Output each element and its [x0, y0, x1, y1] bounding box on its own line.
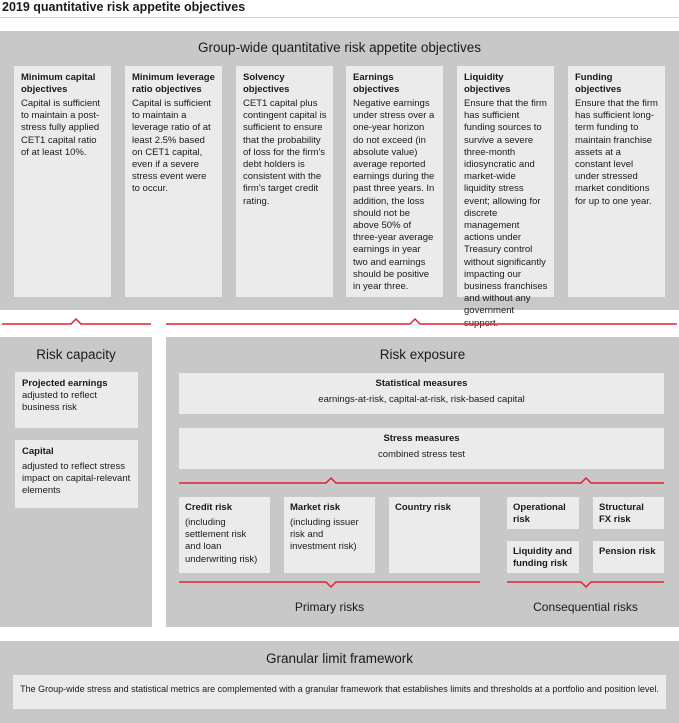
- objective-text: Capital is sufficient to maintain a leve…: [132, 98, 212, 195]
- objective-text: Ensure that the firm has sufficient fund…: [464, 98, 548, 329]
- risk-title: Credit risk: [185, 502, 232, 513]
- risk-title: Pension risk: [599, 546, 656, 557]
- risk-capacity-panel: Risk capacity Projected earnings adjuste…: [0, 337, 152, 627]
- objective-text: Capital is sufficient to maintain a post…: [21, 98, 101, 158]
- credit-risk-card: Credit risk (including settlement risk a…: [179, 497, 270, 573]
- capacity-item-text: adjusted to reflect stress impact on cap…: [22, 461, 131, 497]
- risk-split-connector: [179, 476, 664, 484]
- country-risk-card: Country risk: [389, 497, 480, 573]
- risk-text: (including issuer risk and investment ri…: [290, 517, 359, 553]
- objective-title: Minimum leverage ratio objectives: [132, 72, 215, 95]
- objective-card-solvency: Solvency objectives CET1 capital plus co…: [236, 66, 333, 297]
- primary-risks-connector: [179, 581, 480, 589]
- liquidity-funding-risk-card: Liquidity and funding risk: [507, 541, 579, 573]
- objective-title: Earnings objectives: [353, 72, 400, 95]
- risk-title: Operational risk: [513, 502, 566, 525]
- title-divider: [0, 17, 679, 18]
- risk-exposure-panel: Risk exposure Statistical measures earni…: [166, 337, 679, 627]
- granular-framework-card: [13, 675, 666, 709]
- risk-exposure-heading: Risk exposure: [379, 347, 466, 362]
- capital-card: Capital adjusted to reflect stress impac…: [15, 440, 138, 508]
- page-title: 2019 quantitative risk appetite objectiv…: [2, 0, 246, 14]
- risk-title: Structural FX risk: [599, 502, 644, 525]
- stress-measures-card: Stress measures combined stress test: [179, 428, 664, 469]
- consequential-risks-connector: [507, 581, 664, 589]
- objective-title: Solvency objectives: [243, 72, 290, 95]
- objective-text: CET1 capital plus contingent capital is …: [243, 98, 327, 207]
- objective-text: Negative earnings under stress over a on…: [353, 98, 435, 293]
- operational-risk-card: Operational risk: [507, 497, 579, 529]
- objective-title: Minimum capital objectives: [21, 72, 96, 95]
- objective-card-earnings: Earnings objectives Negative earnings un…: [346, 66, 443, 297]
- capacity-item-title: Projected earnings: [22, 378, 108, 389]
- objective-title: Funding objectives: [575, 72, 622, 95]
- risk-title: Country risk: [395, 502, 451, 513]
- objective-card-funding: Funding objectives Ensure that the firm …: [568, 66, 665, 297]
- statistical-measures-title: Statistical measures: [375, 378, 468, 389]
- primary-risks-label: Primary risks: [294, 600, 365, 614]
- group-wide-heading: Group-wide quantitative risk appetite ob…: [198, 40, 481, 55]
- objective-title: Liquidity objectives: [464, 72, 511, 95]
- structural-fx-risk-card: Structural FX risk: [593, 497, 664, 529]
- risk-capacity-connector: [2, 317, 151, 325]
- stress-measures-text: combined stress test: [377, 449, 466, 460]
- granular-framework-heading: Granular limit framework: [265, 651, 414, 666]
- objective-card-liquidity: Liquidity objectives Ensure that the fir…: [457, 66, 554, 329]
- objective-card-minimum-leverage: Minimum leverage ratio objectives Capita…: [125, 66, 222, 297]
- objective-text: Ensure that the firm has sufficient long…: [575, 98, 658, 207]
- statistical-measures-text: earnings-at-risk, capital-at-risk, risk-…: [318, 394, 525, 405]
- granular-framework-text: The Group-wide stress and statistical me…: [20, 684, 659, 694]
- risk-exposure-connector: [166, 317, 677, 325]
- capacity-item-text: adjusted to reflect business risk: [22, 390, 97, 414]
- risk-group-connectors: [179, 581, 664, 589]
- objective-card-minimum-capital: Minimum capital objectives Capital is su…: [14, 66, 111, 297]
- stress-measures-title: Stress measures: [383, 433, 460, 444]
- risk-title: Market risk: [290, 502, 341, 513]
- group-wide-panel: Group-wide quantitative risk appetite ob…: [0, 31, 679, 329]
- granular-framework-panel: Granular limit framework: [0, 641, 679, 723]
- risk-text: (including settlement risk and loan unde…: [185, 517, 258, 565]
- projected-earnings-card: Projected earnings adjusted to reflect b…: [15, 372, 138, 428]
- market-risk-card: Market risk (including issuer risk and i…: [284, 497, 375, 573]
- risk-title: Liquidity and funding risk: [513, 546, 573, 569]
- consequential-risks-label: Consequential risks: [533, 600, 638, 614]
- capacity-item-title: Capital: [22, 446, 54, 457]
- pension-risk-card: Pension risk: [593, 541, 664, 573]
- statistical-measures-card: Statistical measures earnings-at-risk, c…: [179, 373, 664, 414]
- connector-lines: [2, 317, 677, 325]
- risk-capacity-heading: Risk capacity: [36, 347, 116, 362]
